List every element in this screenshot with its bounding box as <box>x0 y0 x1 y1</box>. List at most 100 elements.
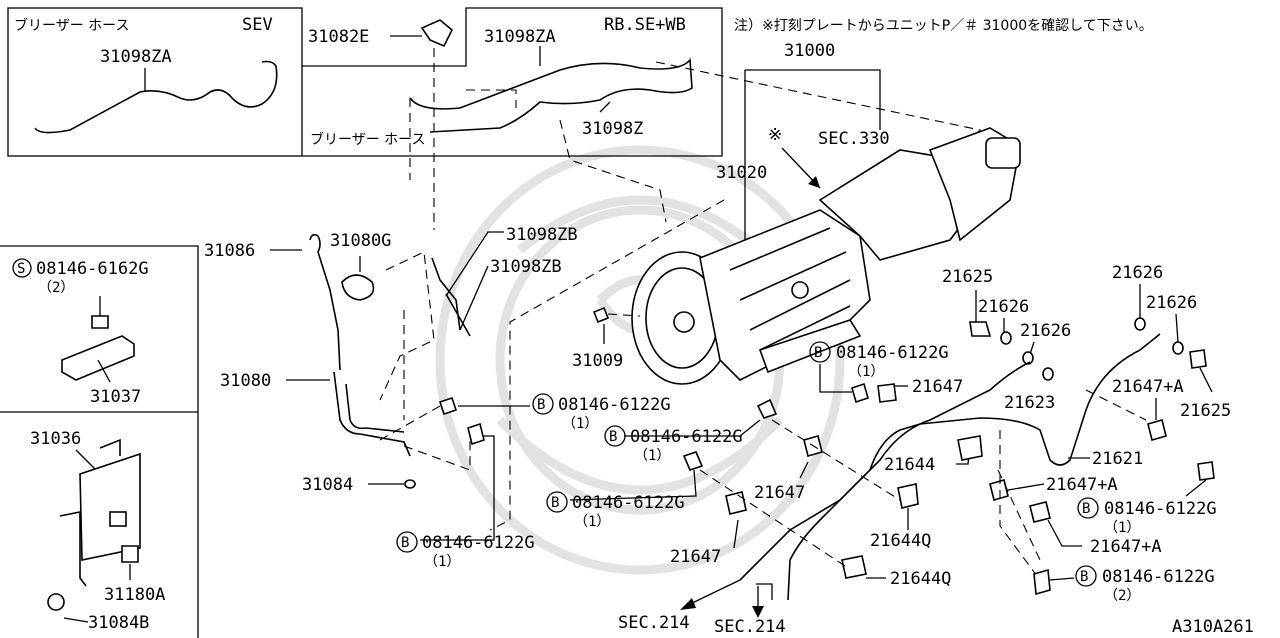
clip-31082e <box>420 19 453 48</box>
bolt-21625-b <box>1189 349 1207 369</box>
unit-31036 <box>79 452 141 561</box>
bracket-21644q-1 <box>897 483 919 509</box>
label-31036: 31036 <box>30 429 81 449</box>
label-31084b: 31084B <box>88 613 149 633</box>
side-bolt-prefix: S <box>17 261 25 277</box>
inset-rbse-title: ブリーザー ホース <box>310 131 425 148</box>
bolt-b3-prefix: B <box>609 429 617 445</box>
bolt-31180a <box>121 545 139 563</box>
label-21647-b: 21647 <box>754 483 805 503</box>
note-text: 注）※打刻プレートからユニットP／＃ 31000を確認して下さい。 <box>734 17 1153 34</box>
label-21626-b: 21626 <box>1020 321 1071 341</box>
dipstick-31086 <box>309 233 341 371</box>
label-21625-b: 21625 <box>1180 401 1231 421</box>
bolt-b2-prefix: B <box>401 535 409 551</box>
label-31080g: 31080G <box>330 231 391 251</box>
label-21647pa-3: 21647+A <box>1090 537 1162 557</box>
bolt-b2-code: 08146-6122G <box>422 533 535 553</box>
arrow-sec214-b <box>752 606 764 618</box>
washer-21626-e <box>1172 341 1184 355</box>
bolt-b7-qty: （2） <box>1104 588 1140 604</box>
inset-sev-variant: SEV <box>242 15 273 35</box>
label-21647-a: 21647 <box>912 377 963 397</box>
nut-31084b <box>47 593 65 611</box>
bolt-b1-code: 08146-6122G <box>558 395 671 415</box>
inset-sev-part-label: 31098ZA <box>100 47 172 67</box>
bracket-21644 <box>957 435 983 461</box>
bolt-b2 <box>467 422 485 446</box>
plug-31009 <box>592 306 610 324</box>
label-sec330: SEC.330 <box>818 129 890 149</box>
label-21625-a: 21625 <box>942 267 993 287</box>
inset-sev-frame <box>7 7 303 157</box>
bolt-b7 <box>1033 568 1051 596</box>
bolt-b3 <box>756 398 778 419</box>
transmission-assembly <box>631 127 1021 385</box>
bolt-b1-prefix: B <box>537 397 545 413</box>
label-sec214-a: SEC.214 <box>618 613 690 633</box>
bolt-b6-qty: （1） <box>1104 520 1140 536</box>
label-31037: 31037 <box>90 387 141 407</box>
label-31000: 31000 <box>784 41 835 61</box>
bolt-b5-prefix: B <box>814 345 822 361</box>
bolt-b5-qty: （1） <box>848 364 884 380</box>
label-31180a: 31180A <box>104 585 165 605</box>
bolt-b4-code: 08146-6122G <box>572 493 685 513</box>
bolt-b5 <box>851 382 869 404</box>
clip-21647-c <box>725 491 747 515</box>
hose-31098zb <box>431 257 471 337</box>
inset-rbse-variant: RB.SE+WB <box>604 15 686 35</box>
label-21644: 21644 <box>884 455 935 475</box>
inset-sev-title: ブリーザー ホース <box>14 17 129 34</box>
label-21626-d: 21626 <box>1146 293 1197 313</box>
arrow-sec214-a <box>680 598 696 610</box>
label-31098zb-2: 31098ZB <box>490 257 562 277</box>
label-31082e: 31082E <box>308 27 369 47</box>
clip-21647pa-1 <box>1147 419 1167 441</box>
bolt-b4-prefix: B <box>551 495 559 511</box>
side-bolt-code: 08146-6162G <box>36 259 149 279</box>
label-31020: 31020 <box>716 163 767 183</box>
breather-hose-rb <box>409 57 693 133</box>
bolt-b7-prefix: B <box>1080 569 1088 585</box>
washer-21626-c <box>1042 367 1054 381</box>
label-31098za-rb: 31098ZA <box>484 27 556 47</box>
label-21644q-1: 21644Q <box>870 531 931 551</box>
bolt-b6-prefix: B <box>1082 501 1090 517</box>
label-21626-c: 21626 <box>1112 263 1163 283</box>
washer-21626-d <box>1134 317 1146 331</box>
label-31086: 31086 <box>204 241 255 261</box>
arrow-star <box>808 176 820 188</box>
label-31009: 31009 <box>572 351 623 371</box>
bolt-b1 <box>438 396 458 416</box>
label-21623: 21623 <box>1004 393 1055 413</box>
washer-21626-b <box>1022 351 1034 365</box>
bolt-b2-qty: （1） <box>424 554 460 570</box>
star-mark: ※ <box>768 125 782 145</box>
label-31098z: 31098Z <box>582 119 643 139</box>
clip-21647pa-3 <box>1029 501 1051 523</box>
washer-21626-a <box>1000 331 1012 345</box>
bracket-31037 <box>61 335 135 381</box>
bolt-b4-qty: （1） <box>574 514 610 530</box>
side-panel-frame <box>0 245 199 638</box>
side-bolt-qty: （2） <box>38 280 74 296</box>
bolt-b7-code: 08146-6122G <box>1102 567 1215 587</box>
clip-21647-a <box>877 383 897 403</box>
clip-21647pa-2 <box>989 479 1009 501</box>
label-21647pa-2: 21647+A <box>1046 475 1118 495</box>
clamp-31080g <box>341 274 375 301</box>
label-sec214-b: SEC.214 <box>714 617 786 637</box>
bolt-b3-qty: （1） <box>634 448 670 464</box>
label-31084: 31084 <box>302 475 353 495</box>
bolt-side <box>91 315 109 329</box>
oring-31084 <box>404 479 416 489</box>
pipe-21623 <box>739 361 1031 581</box>
diagram-id: A310A261 <box>1172 617 1254 637</box>
bolt-b1-qty: （1） <box>562 416 598 432</box>
inset-rbse-frame <box>302 7 723 157</box>
bolt-b4 <box>682 451 704 471</box>
bolt-21625-a <box>969 321 992 337</box>
